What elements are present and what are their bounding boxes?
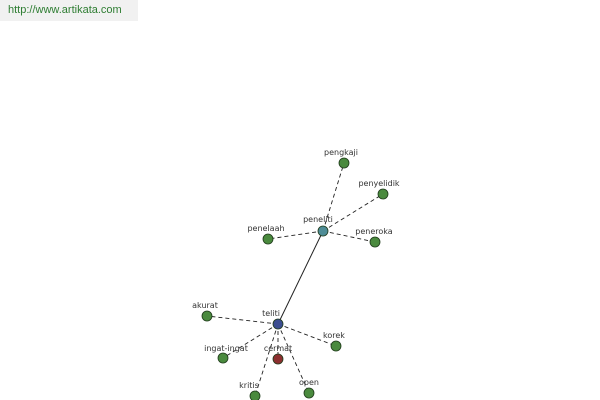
node-label-akurat: akurat <box>192 301 218 310</box>
edge-teliti-korek <box>277 323 337 347</box>
source-link[interactable]: http://www.artikata.com <box>8 4 122 16</box>
edge-peneliti-pengkaji <box>322 162 345 232</box>
node-penyelidik[interactable] <box>377 188 389 200</box>
nodes-layer <box>201 157 389 400</box>
edge-teliti-kritis <box>254 323 279 397</box>
node-penelaah[interactable] <box>262 233 274 245</box>
node-ingat-ingat[interactable] <box>217 352 229 364</box>
node-cermat[interactable] <box>272 353 284 365</box>
node-label-pengkaji: pengkaji <box>324 148 358 157</box>
node-peneroka[interactable] <box>369 236 381 248</box>
node-akurat[interactable] <box>201 310 213 322</box>
node-label-kritis: kritis <box>239 381 259 390</box>
labels-layer: teliti peneliti pengkaji penyelidik penelaah… <box>192 148 400 390</box>
edge-peneliti-penyelidik <box>322 193 384 232</box>
node-open[interactable] <box>303 387 315 399</box>
node-label-korek: korek <box>323 331 345 340</box>
node-label-ingat-ingat: ingat-ingat <box>204 344 248 353</box>
node-label-peneroka: peneroka <box>355 227 392 236</box>
node-label-teliti: teliti <box>262 309 280 318</box>
node-korek[interactable] <box>330 340 342 352</box>
edges-layer <box>206 162 384 397</box>
node-label-peneliti: peneliti <box>303 215 333 224</box>
edge-peneliti-penelaah <box>267 230 324 240</box>
node-pengkaji[interactable] <box>338 157 350 169</box>
node-label-open: open <box>299 378 319 387</box>
edge-teliti-peneliti <box>277 230 324 325</box>
edge-peneliti-peneroka <box>322 230 376 243</box>
node-kritis[interactable] <box>249 390 261 400</box>
node-teliti[interactable] <box>272 318 284 330</box>
node-label-penelaah: penelaah <box>247 224 284 233</box>
node-peneliti[interactable] <box>317 225 329 237</box>
edge-teliti-ingat-ingat <box>222 323 279 359</box>
node-label-cermat: cermat <box>264 344 292 353</box>
source-banner: http://www.artikata.com <box>0 0 138 21</box>
edge-teliti-open <box>277 323 310 394</box>
edge-teliti-akurat <box>206 315 279 325</box>
node-label-penyelidik: penyelidik <box>358 179 399 188</box>
